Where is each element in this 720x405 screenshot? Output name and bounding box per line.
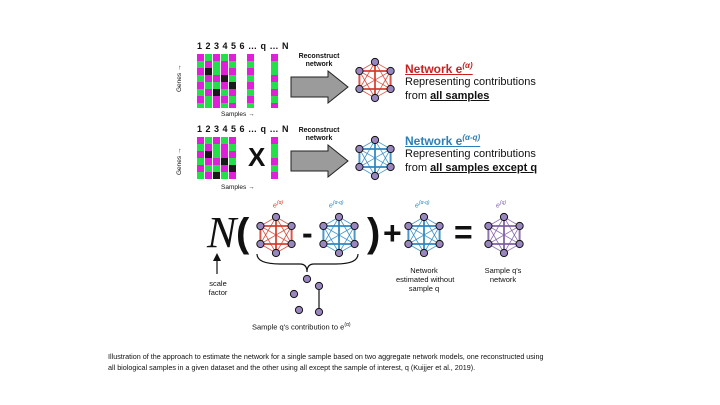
equation-network-e-alpha <box>256 212 296 258</box>
gene-expression-matrix-all-samples <box>197 54 278 108</box>
network-e-alpha-q-graph <box>355 135 395 181</box>
equation-network-estimated-without-q <box>404 212 444 258</box>
plus-operator: + <box>383 215 402 251</box>
gene-expression-matrix-without-q <box>197 137 278 179</box>
contribution-label: Sample q's contribution to e(α) <box>252 322 351 332</box>
contribution-bracket <box>213 253 359 317</box>
figure-caption: Illustration of the approach to estimate… <box>108 352 544 372</box>
equals-operator: = <box>454 214 473 250</box>
network-e-alpha-q-description: Representing contributions from all samp… <box>405 148 538 174</box>
samples-axis-label-1: Samples → <box>221 111 255 118</box>
minus-operator: - <box>302 215 313 251</box>
label-e-alpha-q: e(α-q) <box>329 200 344 210</box>
excluded-sample-mark: X <box>248 142 266 172</box>
network-e-alpha-q-title: Network e(α-q) <box>405 133 481 148</box>
column-header-1: 1 2 3 4 5 6 … q … N <box>197 41 290 51</box>
label-e-alpha: e(α) <box>273 200 284 210</box>
network-e-alpha-description: Representing contributions from all samp… <box>405 76 536 102</box>
column-header-2: 1 2 3 4 5 6 … q … N <box>197 124 290 134</box>
samples-axis-label-2: Samples → <box>221 184 255 191</box>
open-paren: ( <box>236 211 250 255</box>
reconstruct-arrow-1 <box>290 70 349 104</box>
label-e-q: e(q) <box>496 200 507 210</box>
equation-network-sample-q <box>484 212 524 258</box>
reconstruct-arrow-2 <box>290 144 349 178</box>
network-e-alpha-graph <box>355 57 395 103</box>
equation-network-e-alpha-q <box>319 212 359 258</box>
close-paren: ) <box>367 211 381 255</box>
genes-axis-label-1: Genes → <box>176 64 183 92</box>
network-e-alpha-title: Network e(α) <box>405 61 473 76</box>
scale-symbol-N: N <box>207 208 237 257</box>
label-e-alpha-q-2: e(α-q) <box>415 200 430 210</box>
genes-axis-label-2: Genes → <box>176 147 183 175</box>
